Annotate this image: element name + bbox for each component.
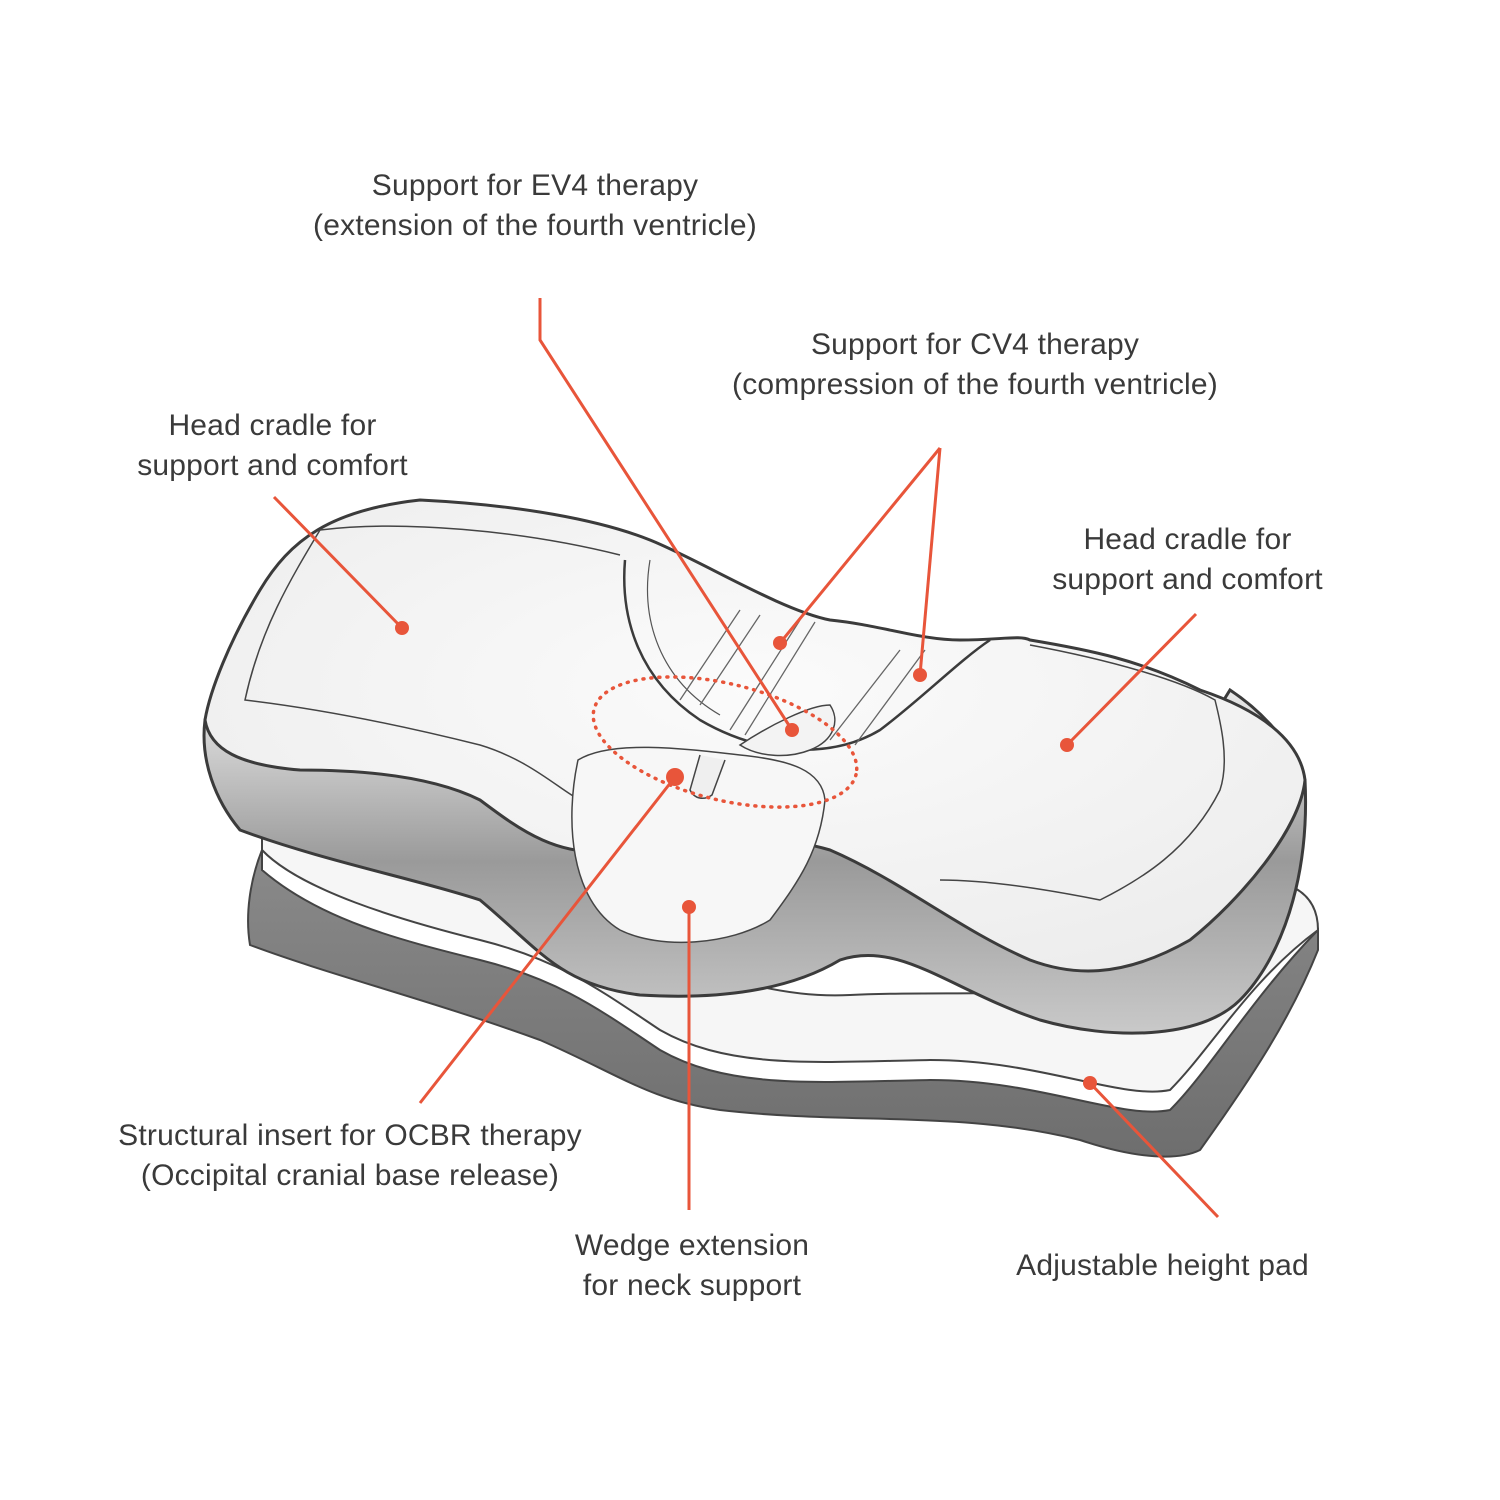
label-head-cradle-left-line1: Head cradle for: [168, 409, 377, 442]
dot-head-left: [395, 621, 409, 635]
leader-cv4-a: [778, 447, 942, 644]
dot-cv4-b: [913, 668, 927, 682]
dot-cv4-a: [773, 636, 787, 650]
pillow-body: [202, 498, 1308, 1035]
dot-wedge: [682, 900, 696, 914]
label-head-cradle-left-line2: support and comfort: [137, 449, 408, 482]
label-head-cradle-right-line1: Head cradle for: [1083, 523, 1292, 556]
label-ev4: Support for EV4 therapy (extension of th…: [290, 166, 780, 246]
label-wedge-line2: for neck support: [582, 1269, 802, 1302]
label-head-cradle-right-line2: support and comfort: [1052, 563, 1323, 596]
label-ocbr-line1: Structural insert for OCBR therapy: [118, 1119, 582, 1152]
label-head-cradle-left: Head cradle for support and comfort: [120, 406, 425, 486]
label-head-cradle-right: Head cradle for support and comfort: [1035, 520, 1340, 600]
label-ocbr-line2: (Occipital cranial base release): [140, 1159, 560, 1192]
dot-ocbr: [666, 768, 684, 786]
leader-ocbr: [418, 776, 677, 1104]
dot-height-pad: [1083, 1076, 1097, 1090]
label-wedge-line1: Wedge extension: [574, 1229, 810, 1262]
leader-lines: [272, 298, 1220, 1219]
leader-height-pad: [1088, 1081, 1220, 1219]
label-height-pad: Adjustable height pad: [1000, 1246, 1325, 1286]
label-ev4-line2: (extension of the fourth ventricle): [313, 209, 757, 242]
label-cv4-line2: (compression of the fourth ventricle): [732, 368, 1218, 401]
leader-head-right: [1065, 612, 1198, 747]
label-ev4-line1: Support for EV4 therapy: [371, 169, 699, 202]
callout-dots: [395, 621, 1097, 1090]
dot-head-right: [1060, 738, 1074, 752]
leader-head-left: [272, 495, 404, 630]
label-cv4-line1: Support for CV4 therapy: [810, 328, 1140, 361]
label-height-pad-line1: Adjustable height pad: [1016, 1249, 1309, 1282]
label-wedge: Wedge extension for neck support: [552, 1226, 832, 1306]
label-cv4: Support for CV4 therapy (compression of …: [715, 325, 1235, 405]
label-ocbr: Structural insert for OCBR therapy (Occi…: [100, 1116, 600, 1196]
leader-cv4-b: [918, 447, 942, 676]
dot-ev4: [785, 723, 799, 737]
leader-ev4: [538, 298, 794, 731]
